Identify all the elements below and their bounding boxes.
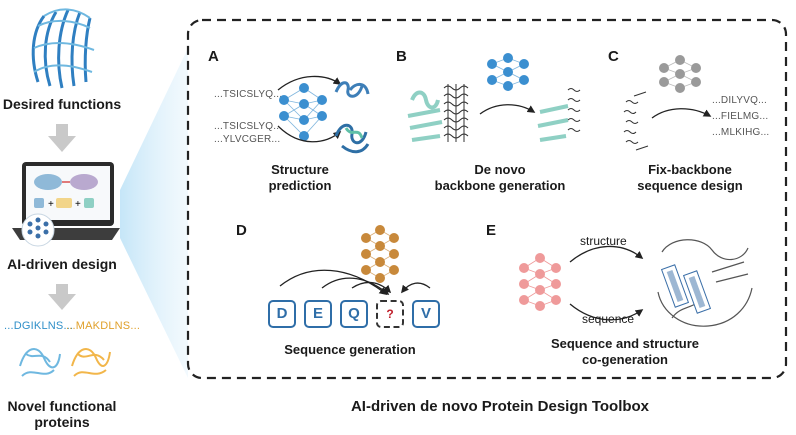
token-e: E (304, 300, 332, 328)
panel-c-seq-3: ...MLKIHG... (712, 127, 770, 138)
svg-text:+: + (48, 199, 54, 210)
panel-c-seq-1: ...DILYVQ... (712, 95, 768, 106)
panel-c-letter: C (608, 48, 619, 65)
panel-a-seq-2: ...TSICSLYQ... (214, 121, 283, 132)
panel-a-structures (334, 81, 370, 154)
novel-proteins-label-1: Novel functional (7, 398, 117, 414)
novel-proteins-label-2: proteins (34, 414, 90, 430)
panel-a-seq-3: ...YLVCGER... (214, 134, 281, 145)
token-q: Q (340, 300, 368, 328)
panel-a-caption-1: Structure (271, 162, 329, 177)
arrow-sequence-label: sequence (582, 312, 635, 326)
desired-functions-label: Desired functions (2, 96, 122, 112)
token-d: D (268, 300, 296, 328)
panel-a-caption-2: prediction (268, 178, 332, 193)
toolbox-title: AI-driven de novo Protein Design Toolbox (350, 398, 650, 415)
panel-b-letter: B (396, 48, 407, 65)
down-arrow-2 (48, 284, 76, 310)
panel-d-caption: Sequence generation (284, 342, 416, 357)
desired-protein-image (31, 8, 95, 89)
panel-d-letter: D (236, 222, 247, 239)
panel-c-caption-1: Fix-backbone (648, 162, 732, 177)
novel-seq-2: ...MAKDLNS... (66, 320, 141, 332)
novel-seq-1: ...DGIKLNS... (4, 320, 74, 332)
panel-b-caption-2: backbone generation (434, 178, 566, 193)
ai-driven-design-label: AI-driven design (7, 256, 117, 272)
panel-e-caption-1: Sequence and structure (550, 336, 700, 351)
token-v: V (412, 300, 440, 328)
panel-c-illustration (623, 55, 712, 151)
down-arrow-1 (48, 124, 76, 152)
panel-e-letter: E (486, 222, 497, 239)
panel-a-network (277, 75, 342, 143)
projection-beam (120, 48, 188, 378)
panel-e-illustration (519, 239, 753, 327)
panel-a-letter: A (208, 48, 219, 65)
svg-text:+: + (75, 199, 81, 210)
panel-e-caption-2: co-generation (582, 352, 668, 367)
toolbox-border (186, 18, 788, 380)
panel-a-seq-1: ...TSICSLYQ... (214, 89, 283, 100)
laptop-icon: + + (12, 162, 120, 247)
panel-b-illustration (407, 53, 581, 142)
panel-b-caption-1: De novo (474, 162, 526, 177)
arrow-structure-label: structure (580, 234, 627, 248)
panel-d-network (279, 225, 431, 295)
token-unknown: ? (376, 300, 404, 328)
panel-c-seq-2: ...FIELMG... (712, 111, 769, 122)
novel-proteins-image (19, 348, 111, 377)
panel-c-caption-2: sequence design (637, 178, 743, 193)
